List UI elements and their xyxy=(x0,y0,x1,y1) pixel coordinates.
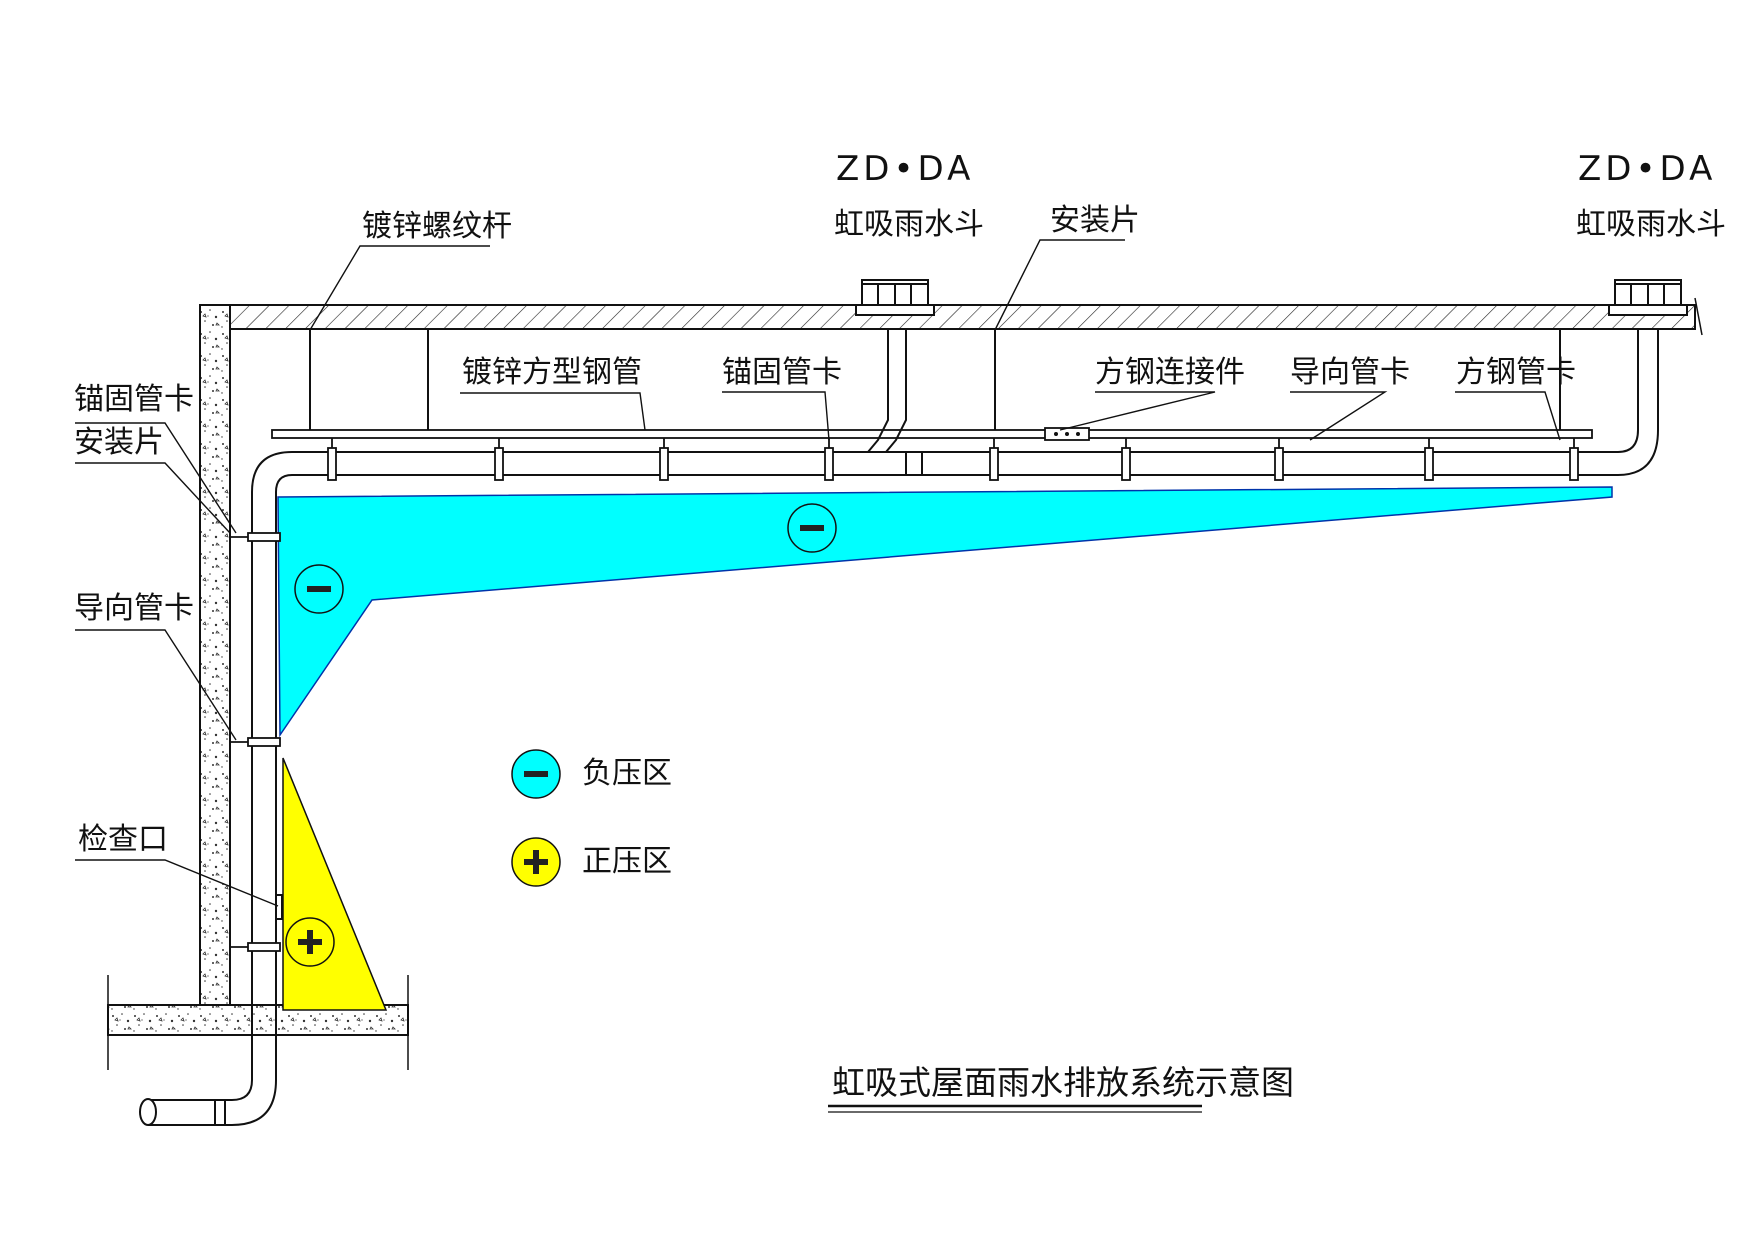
drain-model-middle: ZD•DA xyxy=(836,149,975,189)
drain-name-middle: 虹吸雨水斗 xyxy=(834,207,984,242)
drain-model-right: ZD•DA xyxy=(1578,149,1717,189)
pipe-clamps xyxy=(327,438,1579,481)
callout-inspection-port: 检查口 xyxy=(78,822,168,857)
legend-positive-label: 正压区 xyxy=(582,844,672,879)
legend-negative-label: 负压区 xyxy=(582,756,672,791)
callout-square-steel-clamp: 方钢管卡 xyxy=(1456,355,1576,390)
siphonic-drain-middle xyxy=(855,279,935,453)
drain-name-right: 虹吸雨水斗 xyxy=(1576,207,1726,242)
riser-clamps xyxy=(230,532,281,952)
vertical-riser xyxy=(139,534,283,1126)
positive-zone-marker xyxy=(285,917,335,967)
callout-anchor-clamp-left: 锚固管卡 xyxy=(74,382,194,417)
callout-threaded-rod: 镀锌螺纹杆 xyxy=(362,209,512,244)
square-steel-pipe xyxy=(271,429,1593,439)
title-underline xyxy=(828,1104,1202,1113)
threaded-rods xyxy=(309,329,1561,432)
siphonic-drain-right xyxy=(1608,279,1688,316)
legend-negative-symbol xyxy=(511,749,561,799)
legend-positive-symbol xyxy=(511,837,561,887)
leader-lines xyxy=(75,239,1561,907)
negative-zone-marker-left xyxy=(294,564,344,614)
diagram-title: 虹吸式屋面雨水排放系统示意图 xyxy=(832,1063,1294,1102)
horizontal-main-pipe xyxy=(251,329,1659,535)
callout-anchor-clamp-top: 锚固管卡 xyxy=(722,355,842,390)
left-wall xyxy=(199,304,231,1006)
callout-mounting-plate-top: 安装片 xyxy=(1050,203,1140,238)
callout-mounting-plate-left: 安装片 xyxy=(74,425,164,460)
callout-square-steel-pipe: 镀锌方型钢管 xyxy=(462,355,642,390)
callout-square-steel-connector: 方钢连接件 xyxy=(1095,355,1245,390)
negative-zone-marker-top xyxy=(787,503,837,553)
callout-guide-clamp-top: 导向管卡 xyxy=(1290,355,1410,390)
negative-pressure-zone xyxy=(277,486,1613,738)
callout-guide-clamp-left: 导向管卡 xyxy=(74,591,194,626)
